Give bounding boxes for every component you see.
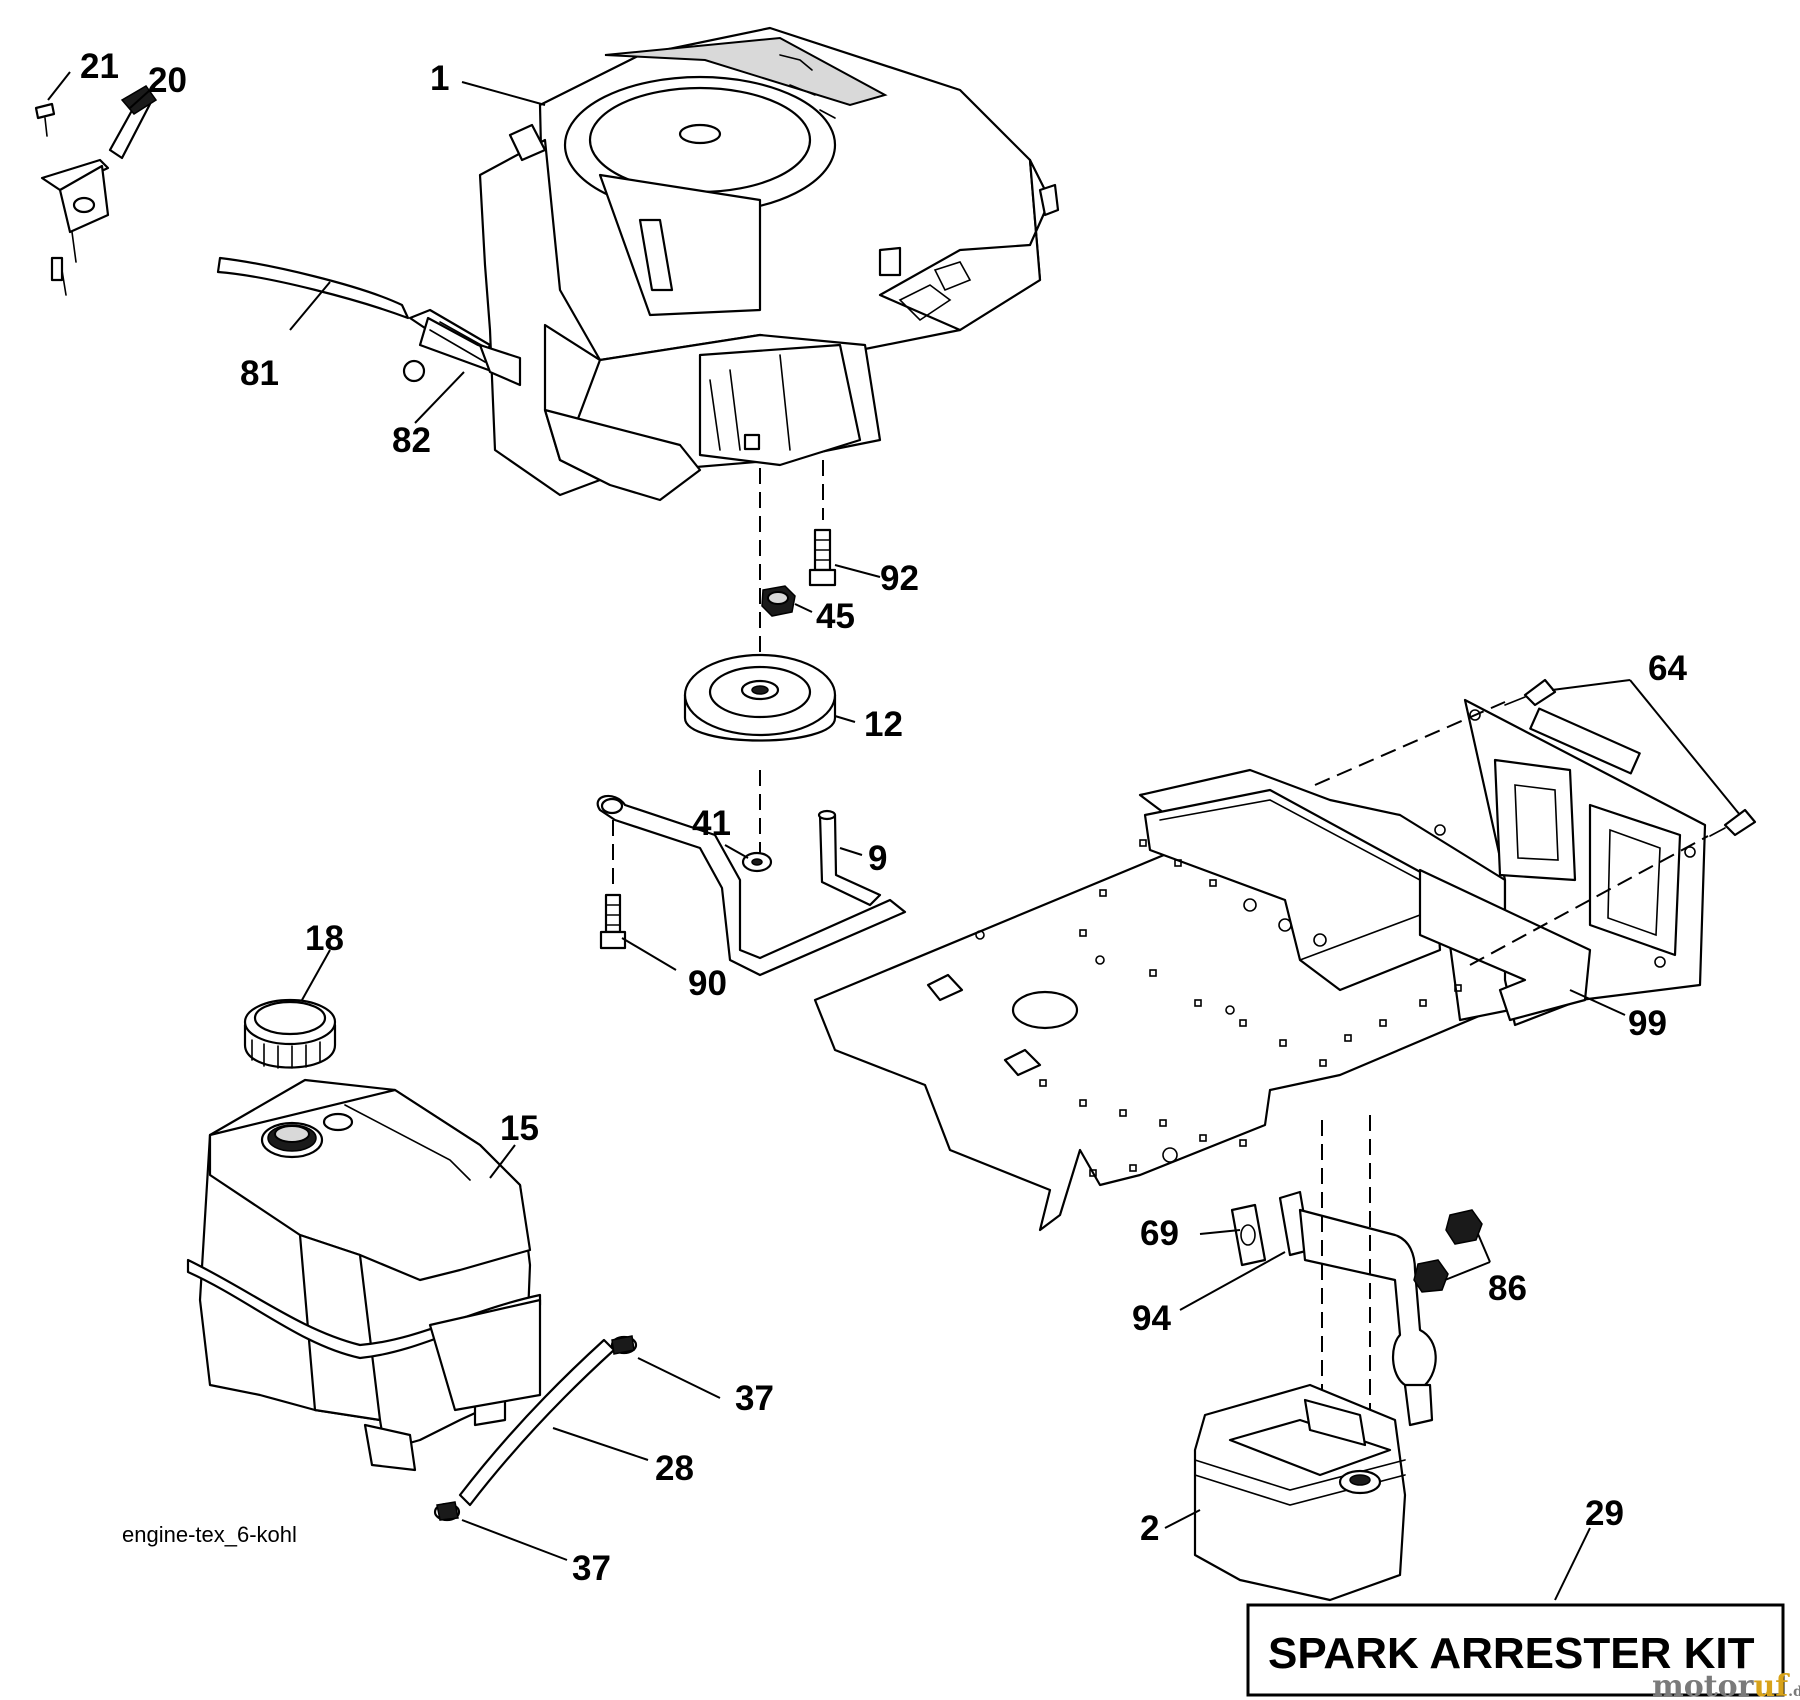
leader-28	[552, 1427, 649, 1461]
leader-82	[414, 371, 465, 424]
leader-64a	[1551, 679, 1631, 691]
chassis-frame-part	[813, 768, 1512, 1232]
leader-41	[724, 844, 749, 859]
leader-15	[489, 1144, 516, 1179]
callout-81: 81	[240, 354, 279, 393]
callout-18: 18	[305, 919, 344, 958]
callout-90: 90	[688, 964, 727, 1003]
callout-37-bottom: 37	[572, 1549, 611, 1588]
engine-part	[478, 26, 1060, 502]
callout-86: 86	[1488, 1269, 1527, 1308]
callout-1: 1	[430, 59, 449, 98]
leader-86b	[1444, 1261, 1491, 1281]
leader-37b	[461, 1519, 568, 1561]
callout-15: 15	[500, 1109, 539, 1148]
leader-86a	[1477, 1233, 1491, 1263]
callout-2: 2	[1140, 1509, 1159, 1548]
rod-90-part	[596, 794, 907, 977]
callout-69: 69	[1140, 1214, 1179, 1253]
callout-82: 82	[392, 421, 431, 460]
callout-28: 28	[655, 1449, 694, 1488]
leader-94	[1179, 1251, 1286, 1311]
leader-90	[621, 937, 677, 971]
fuel-cap-18-part	[243, 998, 337, 1069]
heat-shield-99-part	[1418, 678, 1757, 1027]
leader-92	[834, 564, 881, 578]
muffler-2-part	[1193, 1383, 1407, 1602]
fuel-line-28-part	[433, 1335, 638, 1522]
leader-37a	[637, 1357, 721, 1399]
leader-9	[839, 847, 863, 856]
spark-arrester-kit-box	[1246, 1603, 1785, 1697]
leader-12	[834, 715, 856, 723]
callout-37-top: 37	[735, 1379, 774, 1418]
callout-29: 29	[1585, 1494, 1624, 1533]
callout-99: 99	[1628, 1004, 1667, 1043]
leader-18	[301, 949, 331, 1001]
nut-45-part	[761, 585, 796, 617]
callout-41: 41	[692, 804, 731, 843]
fuel-line-part	[216, 256, 522, 387]
leader-99	[1569, 989, 1626, 1016]
callout-21: 21	[80, 47, 119, 86]
watermark-suffix: .de	[1788, 1684, 1800, 1700]
leader-21	[47, 71, 71, 101]
leader-2	[1164, 1509, 1201, 1529]
washer-41-part	[741, 851, 773, 873]
assembly-line-64b	[1469, 835, 1709, 966]
watermark-logo: motoruf.de	[1652, 1669, 1800, 1700]
leader-69	[1199, 1229, 1241, 1235]
leader-81	[289, 281, 331, 331]
callout-94: 94	[1132, 1299, 1171, 1338]
fuel-tank-15-part	[186, 1078, 542, 1472]
leader-1	[461, 81, 546, 106]
leader-64b	[1629, 679, 1741, 816]
leader-45	[794, 603, 813, 613]
callout-92: 92	[880, 559, 919, 598]
callout-20: 20	[148, 61, 187, 100]
leader-20	[129, 89, 151, 109]
exhaust-pipe-94-part	[1230, 1115, 1483, 1440]
callout-64: 64	[1648, 649, 1687, 688]
watermark-part2: uf	[1753, 1669, 1790, 1700]
callout-45: 45	[816, 597, 855, 636]
callout-9: 9	[868, 839, 887, 878]
bolt-92-part	[808, 528, 837, 587]
watermark-part1: motor	[1652, 1669, 1755, 1700]
callout-12: 12	[864, 705, 903, 744]
pulley-12-part	[683, 653, 837, 742]
assembly-line-64a	[1314, 701, 1506, 786]
diagram-caption: engine-tex_6-kohl	[122, 1522, 297, 1547]
leader-29	[1554, 1527, 1591, 1601]
spark-arrester-kit-label: SPARK ARRESTER KIT	[1268, 1629, 1755, 1678]
throttle-bracket-part	[34, 85, 158, 296]
